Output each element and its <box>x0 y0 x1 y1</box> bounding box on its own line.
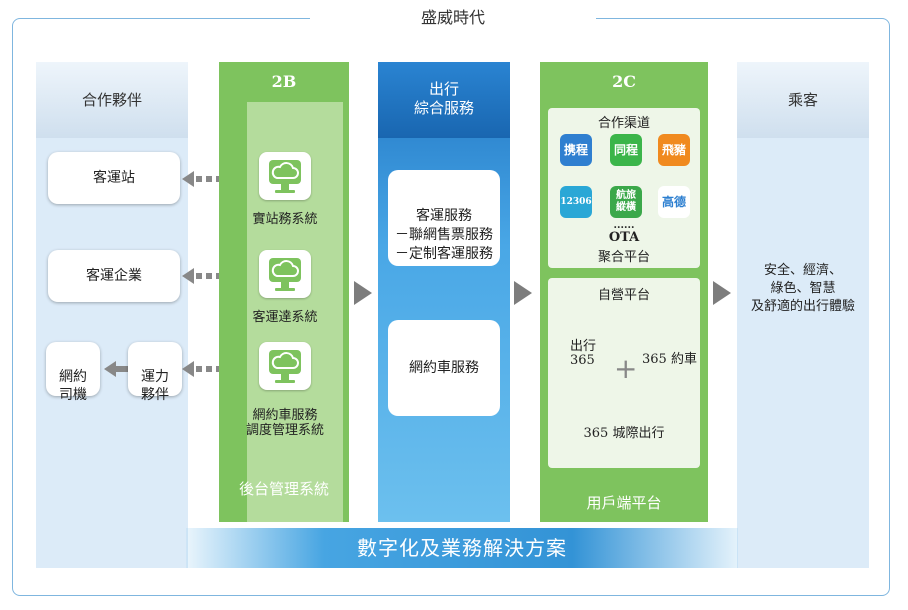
plus-sign: + <box>614 352 638 385</box>
passengers-column: 乘客 安全、經濟、 綠色、智慧 及舒適的出行體驗 <box>737 62 869 568</box>
partner-bus-company-label: 客運企業 <box>86 268 142 284</box>
connector-dash-3 <box>196 366 240 372</box>
amap-tile: 高德 <box>658 186 690 218</box>
connector-arrowhead-1 <box>182 171 194 187</box>
intercity-365-label: 365 城際出行 <box>583 426 665 441</box>
ctrip-tile: 携程 <box>560 134 592 166</box>
partner-driver-label: 網約 司機 <box>59 369 87 403</box>
partners-header: 合作夥伴 <box>36 62 188 138</box>
column-2b-header: 2B <box>271 72 297 91</box>
ota-label: OTA <box>608 230 640 245</box>
ride-365-label: 365 約車 <box>642 352 697 367</box>
cloud-monitor-icon <box>259 152 311 200</box>
self-platform-title: 自營平台 <box>597 288 650 303</box>
flow-arrow-3 <box>713 281 731 305</box>
column-2c-footer: 用戶端平台 <box>586 494 662 512</box>
ride-hailing-box: 網約車服務 <box>388 320 500 416</box>
flow-arrow-2 <box>514 281 532 305</box>
fliggy-tile: 飛豬 <box>658 134 690 166</box>
travel-365-label: 出行 365 <box>570 339 597 368</box>
solutions-banner: 數字化及業務解決方案 <box>186 528 738 568</box>
system-label-2: 客運達系統 <box>252 310 318 325</box>
connector-dash-1 <box>196 176 240 182</box>
partners-column: 合作夥伴 客運站 客運企業 網約 司機 運力 夥伴 <box>36 62 188 568</box>
umetrip-tile: 航旅 縱橫 <box>610 186 642 218</box>
self-platform-panel: 自營平台 出行 365 + 365 約車 365 城際出行 <box>548 278 700 468</box>
bus-service-box: 客運服務 －聯網售票服務 －定制客運服務 <box>388 170 500 266</box>
system-label-1: 實站務系統 <box>252 212 318 227</box>
passengers-header: 乘客 <box>737 62 869 138</box>
ota-sub: 聚合平台 <box>597 250 650 265</box>
partner-capacity: 運力 夥伴 <box>128 342 182 403</box>
bus-service-label: 客運服務 －聯網售票服務 －定制客運服務 <box>395 208 493 262</box>
partner-capacity-label: 運力 夥伴 <box>141 369 169 403</box>
system-label-3: 網約車服務 調度管理系統 <box>245 408 324 438</box>
channels-title: 合作渠道 <box>597 116 650 131</box>
flow-arrow-1 <box>354 281 372 305</box>
passengers-desc: 安全、經濟、 綠色、智慧 及舒適的出行體驗 <box>750 263 855 314</box>
channels-panel: 合作渠道 携程 同程 飛豬 12306 航旅 縱橫 高德 ...... OTA … <box>548 108 700 268</box>
connector-dash-2 <box>196 273 240 279</box>
cloud-monitor-icon <box>259 250 311 298</box>
column-2c-header: 2C <box>612 72 636 91</box>
connector-arrowhead-2 <box>182 268 194 284</box>
ota-dots: ...... <box>613 220 635 231</box>
partner-bus-station: 客運站 <box>48 152 180 204</box>
services-header: 出行 綜合服務 <box>378 62 510 138</box>
connector-arrowhead-3 <box>182 361 194 377</box>
partner-bus-station-label: 客運站 <box>93 170 135 186</box>
driver-arrow-line <box>114 366 128 372</box>
cloud-monitor-icon <box>259 342 311 390</box>
driver-arrowhead <box>104 361 116 377</box>
column-2b: 2B 實站務系統 客運達系統 網約車服務 調度管理系統 後台管理系統 <box>219 62 349 522</box>
diagram-title: 盛威時代 <box>310 6 596 30</box>
partner-driver: 網約 司機 <box>46 342 100 403</box>
tongcheng-tile: 同程 <box>610 134 642 166</box>
column-2b-footer: 後台管理系統 <box>238 480 329 498</box>
partner-bus-company: 客運企業 <box>48 250 180 302</box>
12306-tile: 12306 <box>560 186 592 218</box>
ride-hailing-label: 網約車服務 <box>409 360 479 376</box>
column-2c: 2C 合作渠道 携程 同程 飛豬 12306 航旅 縱橫 高德 ...... O… <box>540 62 708 522</box>
services-column: 出行 綜合服務 客運服務 －聯網售票服務 －定制客運服務 網約車服務 <box>378 62 510 522</box>
